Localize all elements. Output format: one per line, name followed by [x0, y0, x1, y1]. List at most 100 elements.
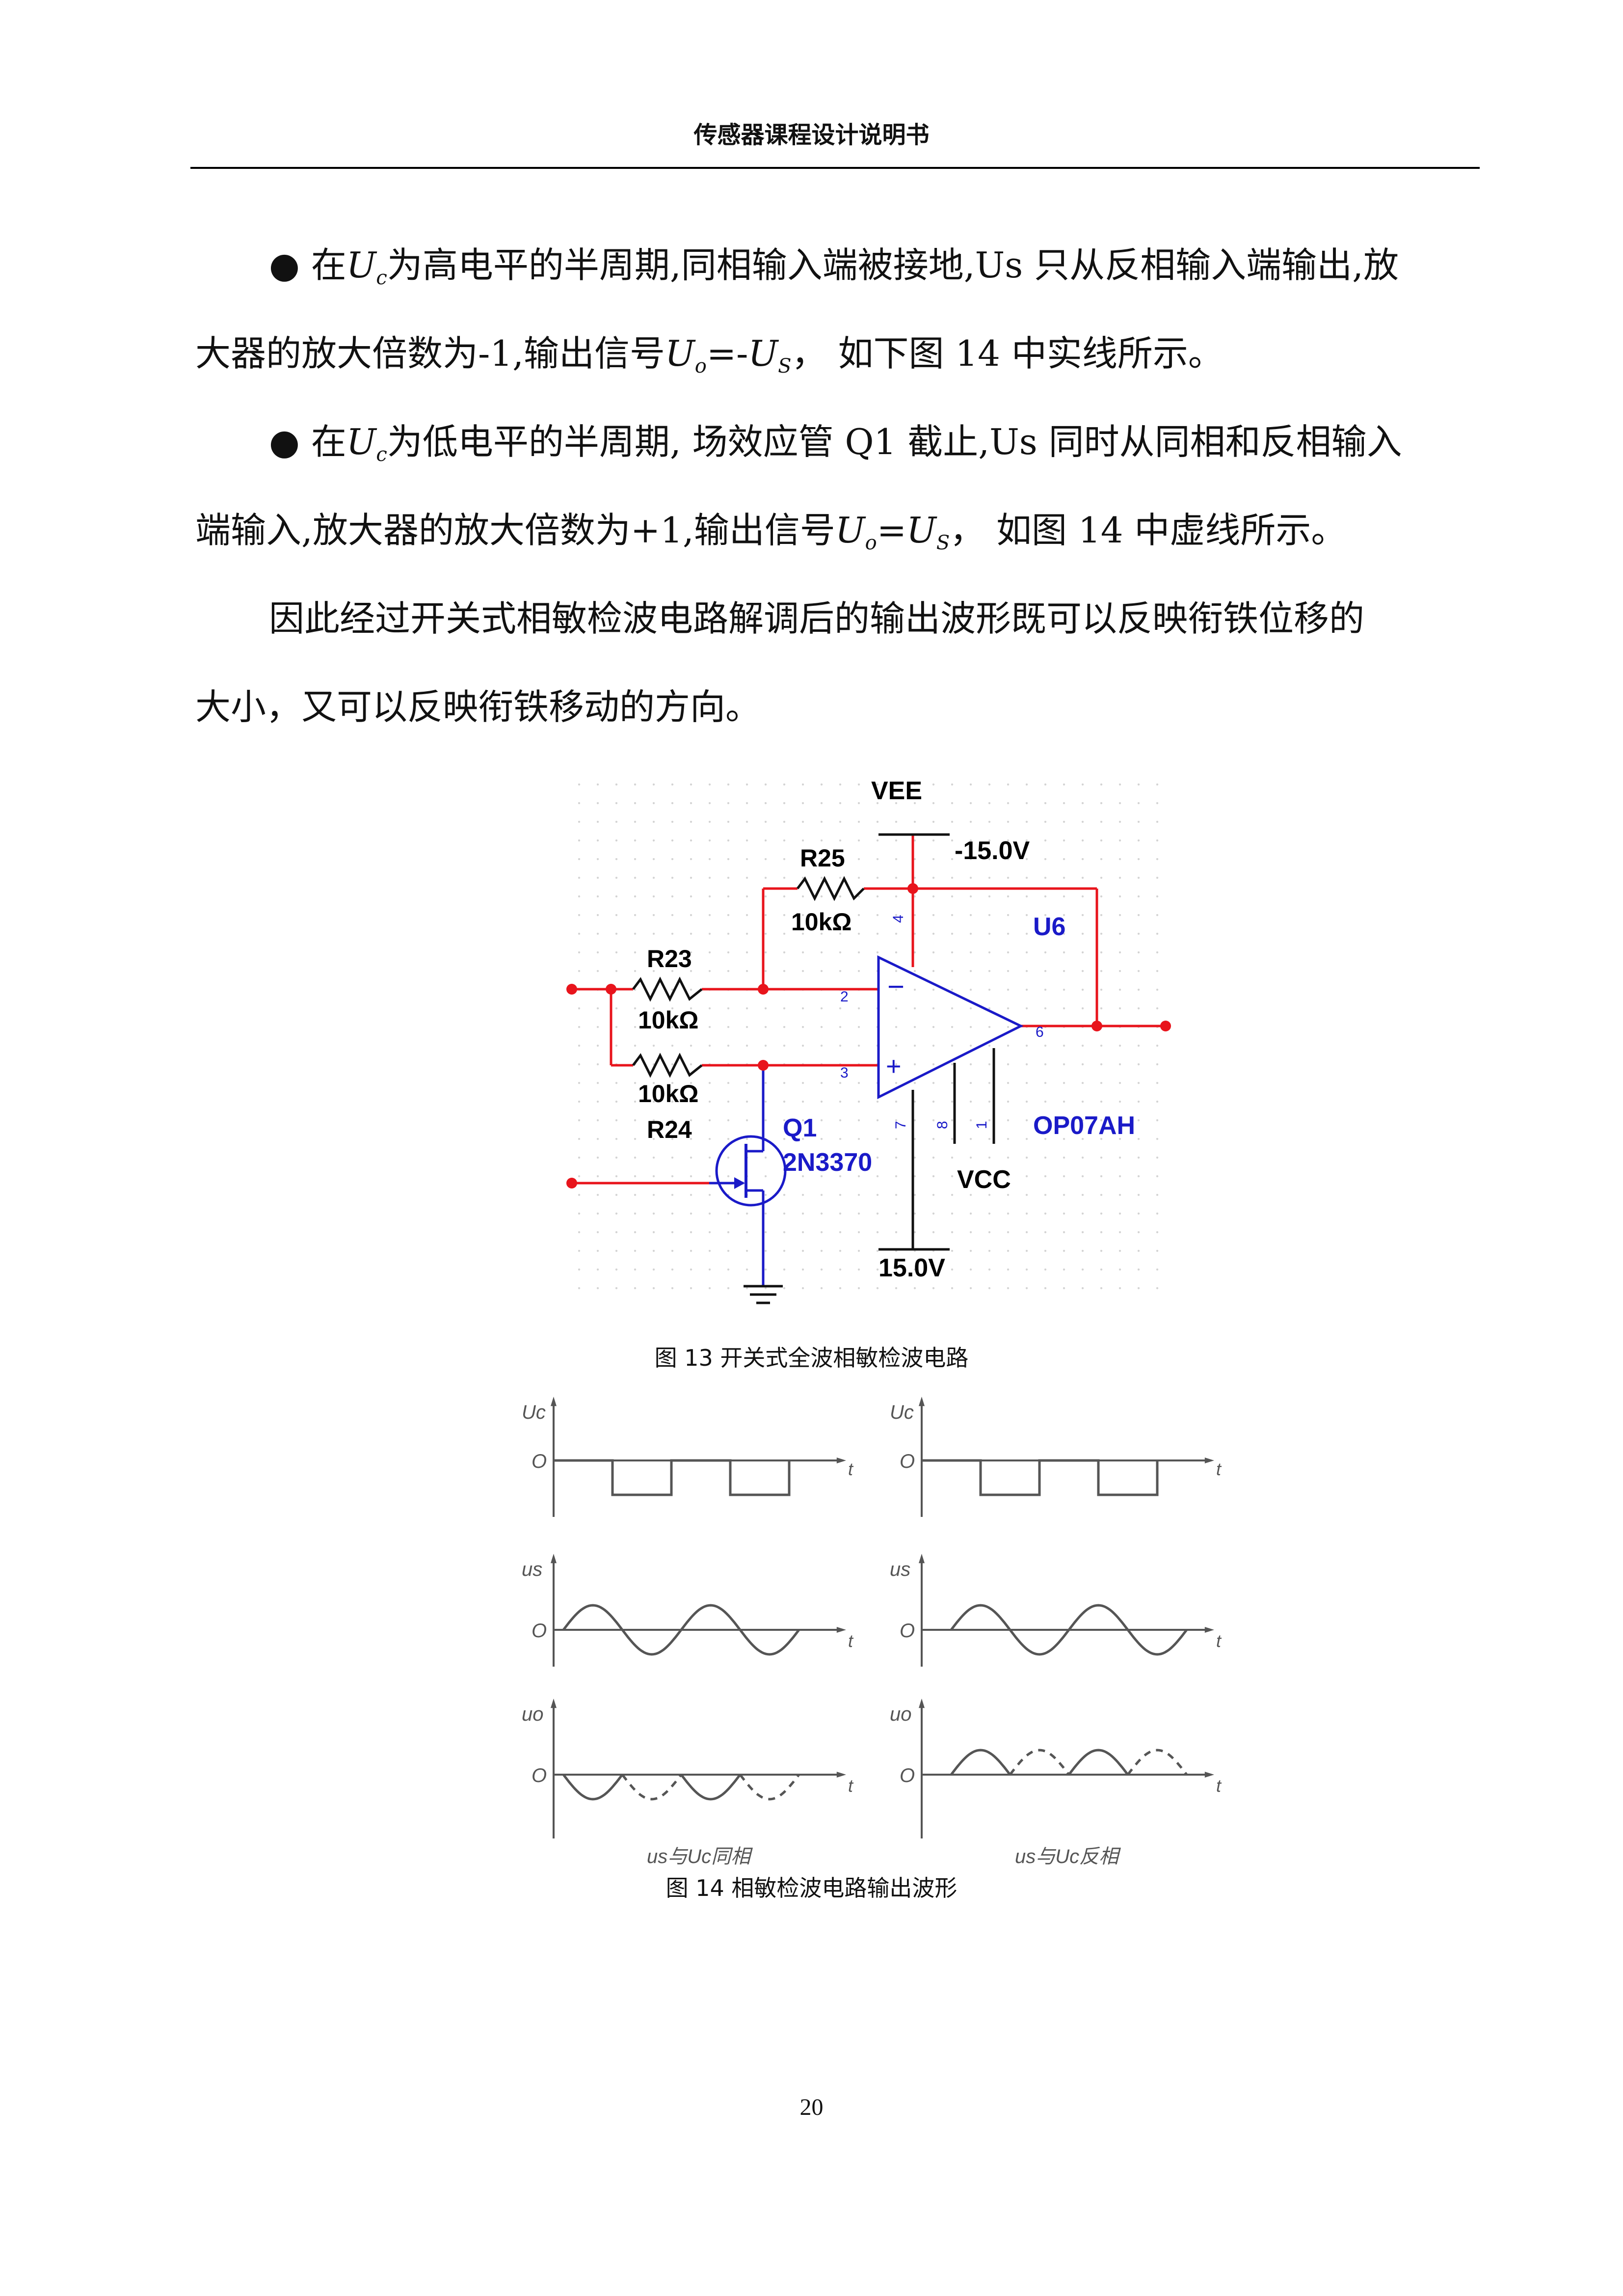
uo-dashed-lobe	[739, 1774, 800, 1801]
t-axis-label: t	[1216, 1776, 1222, 1796]
bullet-icon: ●	[269, 421, 300, 462]
junction-dots	[566, 883, 1171, 1189]
variable-uo: Uo	[665, 333, 707, 378]
pin-1: 1	[974, 1121, 990, 1129]
opamp-plus-sign: +	[886, 1052, 902, 1081]
origin-label: O	[532, 1620, 547, 1642]
uo-solid-lobe	[950, 1749, 1011, 1776]
axis-arrow-right-icon	[836, 1772, 846, 1778]
opamp-u6	[877, 955, 1024, 1100]
uo-dashed-lobe	[1127, 1749, 1188, 1776]
variable-uc: Uc	[346, 421, 387, 466]
origin-label: O	[532, 1765, 547, 1786]
vee-value: -15.0V	[955, 837, 1030, 865]
axis-arrow-up-icon	[551, 1397, 557, 1406]
variable-us: US	[748, 333, 792, 378]
paragraph-3-line-1: 因此经过开关式相敏检波电路解调后的输出波形既可以反映衔铁位移的	[269, 598, 1365, 639]
axis-arrow-up-icon	[551, 1554, 557, 1564]
axis-arrow-right-icon	[1204, 1627, 1214, 1633]
panel-caption: us与Uc同相	[647, 1846, 753, 1867]
axis-arrow-up-icon	[919, 1554, 925, 1564]
paragraph-3-line-2: 大小，又可以反映衔铁移动的方向。	[195, 686, 761, 728]
pin-4: 4	[890, 915, 906, 923]
r25-value: 10kΩ	[791, 908, 852, 936]
resistor-r25	[797, 876, 865, 901]
t-axis-label: t	[1216, 1459, 1222, 1479]
wires	[572, 833, 1166, 1286]
pin-6: 6	[1036, 1024, 1044, 1040]
paragraph-1-line-1: ● 在Uc为高电平的半周期,同相输入端被接地,Us 只从反相输入端输出,放	[269, 244, 1399, 289]
us-sine-wave	[562, 1604, 800, 1656]
jfet-arrow	[734, 1177, 745, 1189]
r24-name: R24	[647, 1116, 692, 1143]
jfet-q1	[715, 1135, 787, 1207]
circuit-diagram: − + 2 3 4 6 7 8 1 VEE -15.0V R25 10kΩ R2…	[564, 776, 1173, 1306]
uo-dashed-lobe	[1009, 1749, 1070, 1776]
pin-8: 8	[934, 1121, 951, 1129]
uo-solid-lobe	[1068, 1749, 1129, 1776]
paragraph-2-line-1: ● 在Uc为低电平的半周期, 场效应管 Q1 截止,Us 同时从同相和反相输入	[269, 421, 1402, 466]
paragraph-2-line-2: 端输入,放大器的放大倍数为+1,输出信号Uo=US， 如图 14 中虚线所示。	[195, 510, 1347, 554]
t-axis-label: t	[848, 1459, 854, 1479]
uc-axis-label: Uc	[522, 1402, 546, 1423]
origin-label: O	[532, 1451, 547, 1472]
origin-label: O	[900, 1765, 915, 1786]
uo-dashed-lobe	[621, 1774, 682, 1801]
us-sine-wave	[950, 1604, 1188, 1656]
vcc-label: VCC	[957, 1165, 1011, 1194]
pin-3: 3	[840, 1065, 849, 1081]
vcc-value: 15.0V	[878, 1254, 945, 1282]
axis-arrow-right-icon	[836, 1627, 846, 1633]
t-axis-label: t	[848, 1776, 854, 1796]
axis-arrow-right-icon	[1204, 1772, 1214, 1778]
uc-square-wave	[554, 1459, 791, 1496]
axis-arrow-up-icon	[551, 1699, 557, 1708]
pin-2: 2	[840, 989, 849, 1005]
pin-7: 7	[893, 1121, 909, 1129]
uo-solid-lobe	[562, 1774, 623, 1801]
q1-name: Q1	[783, 1114, 817, 1142]
origin-label: O	[900, 1620, 915, 1642]
q1-model: 2N3370	[783, 1148, 872, 1177]
axis-arrow-up-icon	[919, 1397, 925, 1406]
u6-model: OP07AH	[1033, 1111, 1135, 1140]
variable-us: US	[906, 510, 950, 554]
r25-name: R25	[800, 844, 845, 872]
uo-axis-label: uo	[890, 1703, 912, 1725]
uc-square-wave	[922, 1459, 1159, 1496]
page-header: 传感器课程设计说明书	[693, 121, 930, 149]
ground-symbol	[744, 1285, 783, 1304]
origin-label: O	[900, 1451, 915, 1472]
variable-uo: Uo	[835, 510, 877, 554]
uo-solid-lobe	[680, 1774, 741, 1801]
r24-value: 10kΩ	[638, 1080, 699, 1107]
resistor-r24	[632, 1053, 703, 1078]
resistor-r23	[632, 976, 703, 1002]
uc-axis-label: Uc	[890, 1402, 914, 1423]
variable-uc: Uc	[346, 244, 387, 289]
schematic-grid	[564, 776, 1173, 1306]
opamp-minus-sign: −	[887, 970, 905, 1003]
t-axis-label: t	[1216, 1631, 1222, 1651]
u6-name: U6	[1033, 913, 1065, 941]
r23-name: R23	[647, 945, 692, 972]
r23-value: 10kΩ	[638, 1006, 699, 1034]
axis-arrow-right-icon	[836, 1458, 846, 1463]
vee-label: VEE	[871, 777, 922, 805]
t-axis-label: t	[848, 1631, 854, 1651]
header-rule	[190, 167, 1480, 169]
uo-axis-label: uo	[522, 1703, 544, 1725]
page-number: 20	[799, 2094, 824, 2120]
figure-14-caption: 图 14 相敏检波电路输出波形	[665, 1875, 958, 1901]
axis-arrow-right-icon	[1204, 1458, 1214, 1463]
axis-arrow-up-icon	[919, 1699, 925, 1708]
paragraph-1-line-2: 大器的放大倍数为-1,输出信号Uo=-US， 如下图 14 中实线所示。	[195, 333, 1224, 378]
us-axis-label: us	[522, 1559, 542, 1580]
bullet-icon: ●	[269, 244, 300, 286]
panel-caption: us与Uc反相	[1015, 1846, 1121, 1867]
us-axis-label: us	[890, 1559, 910, 1580]
figure-13-caption: 图 13 开关式全波相敏检波电路	[654, 1345, 969, 1371]
